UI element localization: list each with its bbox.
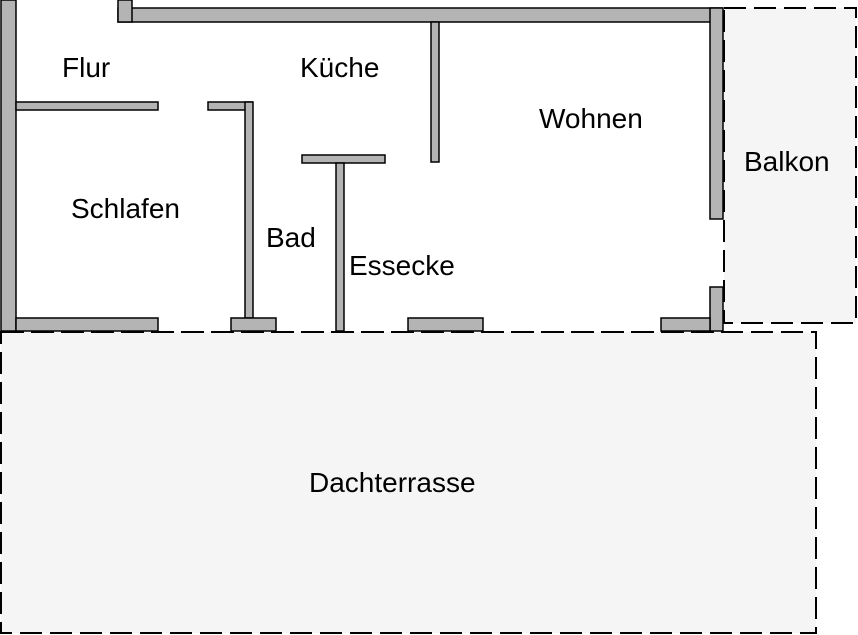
wall-top-left-stub [117,0,133,23]
room-label-flur: Flur [62,52,110,83]
wall-flur-schlafen [15,101,159,111]
balkon-area [723,7,857,324]
room-label-kueche: Küche [300,52,379,83]
wall-top [117,7,723,23]
wall-t-stem [335,162,345,332]
wall-right-lower [709,286,724,332]
room-label-schlafen: Schlafen [71,193,180,224]
room-label-wohnen: Wohnen [539,103,643,134]
room-label-dachterrasse: Dachterrasse [309,467,476,498]
wall-left [0,0,17,332]
wall-bad-side [244,101,254,319]
room-label-essecke: Essecke [349,250,455,281]
dachterrasse-area [0,331,817,634]
wall-kitchen-living [430,21,440,163]
wall-right-upper [709,7,724,220]
wall-bottom-2 [230,317,277,332]
wall-t-top [301,154,386,164]
wall-bottom-4 [660,317,711,332]
wall-bottom-3 [407,317,484,332]
room-label-bad: Bad [266,222,316,253]
walls [0,0,724,332]
wall-bottom-1 [15,317,159,332]
room-label-balkon: Balkon [744,146,830,177]
